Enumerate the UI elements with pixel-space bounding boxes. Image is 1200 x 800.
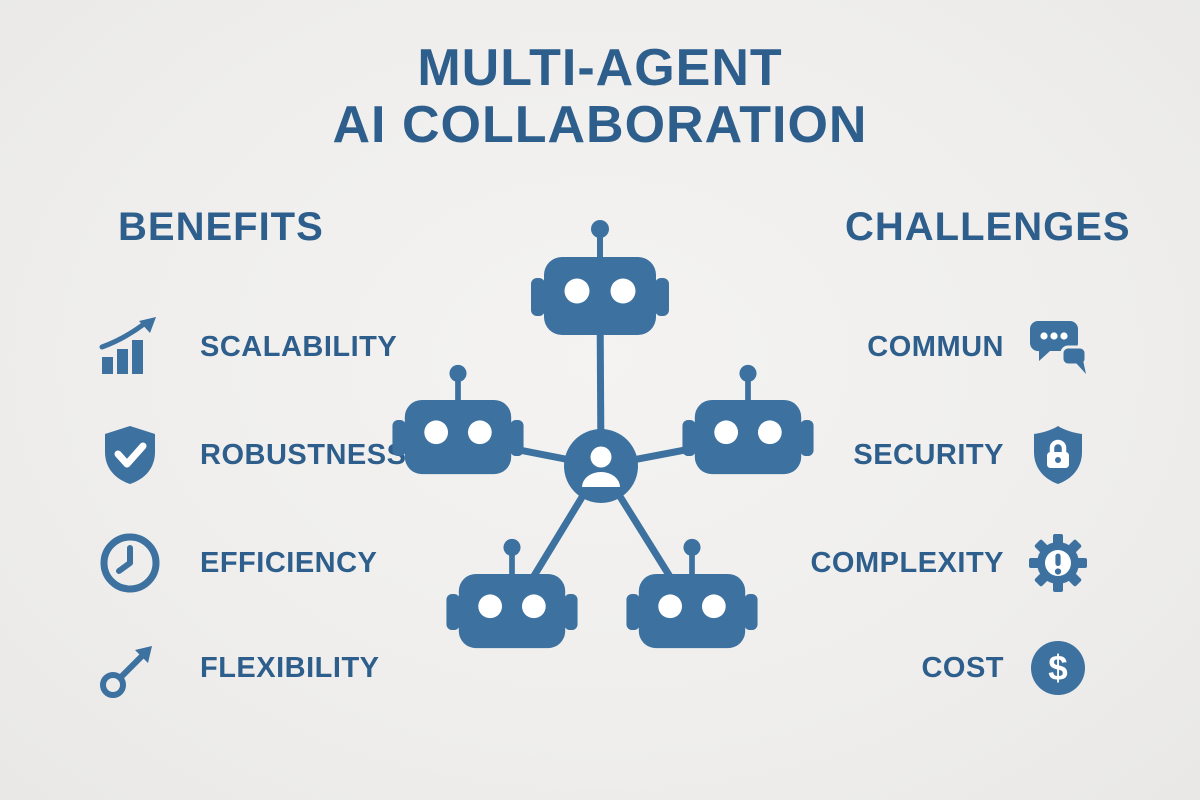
robot-left-icon <box>392 365 523 474</box>
benefit-label: EFFICIENCY <box>200 546 378 579</box>
challenge-label: COMPLEXITY <box>810 546 1004 579</box>
challenge-row-security: SECURITY <box>770 420 1092 490</box>
robot-right-icon <box>682 365 813 474</box>
benefit-label: FLEXIBILITY <box>200 651 380 684</box>
arrow-circle-icon <box>96 634 164 702</box>
challenge-label: COST <box>921 651 1004 684</box>
benefit-label: SCALABILITY <box>200 330 398 363</box>
benefit-row-scalability: SCALABILITY <box>96 312 516 382</box>
robot-bottom-left-icon <box>446 539 577 648</box>
benefit-row-flexibility: FLEXIBILITY <box>96 633 516 703</box>
robot-bottom-right-icon <box>626 539 757 648</box>
benefit-row-efficiency: EFFICIENCY <box>96 528 516 598</box>
clock-icon <box>96 529 164 597</box>
agent-network-diagram <box>368 210 833 682</box>
svg-text:$: $ <box>1048 649 1067 688</box>
human-coordinator-icon <box>564 429 638 503</box>
growth-chart-icon <box>96 313 164 381</box>
challenge-label: SECURITY <box>853 438 1004 471</box>
benefit-label: ROBUSTNESS <box>200 438 407 471</box>
shield-check-icon <box>96 421 164 489</box>
benefit-row-robustness: ROBUSTNESS <box>96 420 516 490</box>
title-line-2: AI COLLABORATION <box>332 96 868 155</box>
shield-lock-icon <box>1024 421 1092 489</box>
page-title: MULTI-AGENT AI COLLABORATION <box>0 39 1200 155</box>
dollar-circle-icon: $ <box>1024 634 1092 702</box>
challenges-heading: CHALLENGES <box>845 205 1131 249</box>
challenge-label: COMMUN <box>867 330 1004 363</box>
challenge-row-cost: COST $ <box>770 633 1092 703</box>
title-line-1: MULTI-AGENT <box>417 39 783 97</box>
gear-alert-icon <box>1024 529 1092 597</box>
challenge-row-complexity: COMPLEXITY <box>770 528 1092 598</box>
benefits-heading: BENEFITS <box>118 205 324 249</box>
challenge-row-communication: COMMUN <box>770 312 1092 382</box>
chat-bubbles-icon <box>1024 313 1092 381</box>
robot-top-icon <box>531 220 669 335</box>
